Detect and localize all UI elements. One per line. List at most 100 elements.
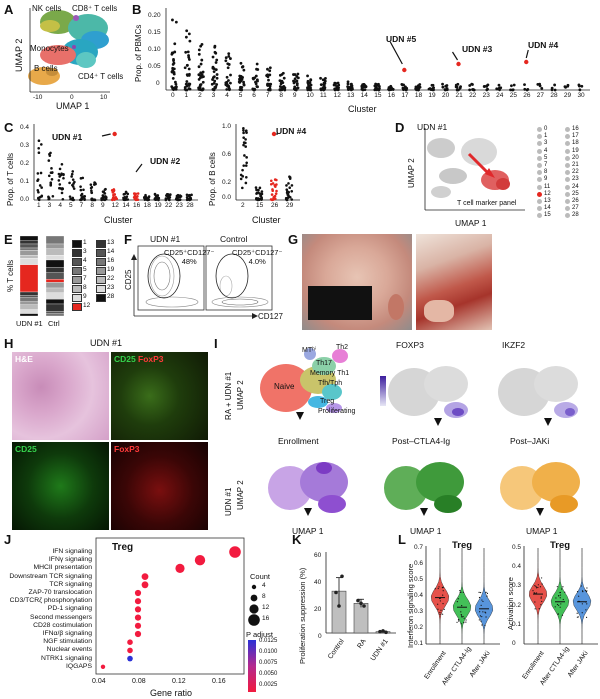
data-point <box>293 77 297 81</box>
data-point <box>62 176 65 180</box>
data-point <box>242 80 245 84</box>
data-point <box>439 613 441 615</box>
data-point <box>268 83 272 87</box>
panel-letter: C <box>4 120 14 135</box>
data-point <box>585 616 588 618</box>
data-point <box>245 176 248 179</box>
size-legend-label: 16 <box>262 615 270 622</box>
data-point <box>226 66 230 70</box>
panel-b: B Prop. of PBMCs 0.20 0.15 0.10 0.05 0 0… <box>128 0 598 115</box>
pathway-label: ZAP-70 translocation <box>28 589 92 596</box>
x-tick: 10 <box>306 92 314 99</box>
data-point <box>112 193 115 197</box>
umap-d-plot <box>424 128 525 211</box>
legend-swatch <box>565 141 570 147</box>
data-point <box>471 83 474 86</box>
data-point <box>171 66 175 70</box>
highlight-point <box>112 131 117 137</box>
data-point <box>306 81 310 85</box>
legend-label: 28 <box>107 293 115 300</box>
legend-swatch <box>565 206 570 212</box>
x-tick: 2 <box>241 202 245 209</box>
data-point <box>269 198 273 201</box>
data-point <box>214 85 218 89</box>
data-point <box>242 68 246 72</box>
x-tick: 15 <box>256 202 264 209</box>
data-point <box>79 177 83 180</box>
data-point <box>333 88 337 92</box>
data-point <box>414 87 418 91</box>
data-point <box>286 190 289 193</box>
umap-a-plot <box>28 8 110 93</box>
data-point <box>441 82 444 86</box>
legend-label: 9 <box>544 176 548 183</box>
data-point <box>60 163 64 166</box>
data-point <box>434 588 436 590</box>
legend-label: 11 <box>544 183 551 190</box>
data-point <box>526 88 530 91</box>
data-point <box>185 29 189 33</box>
data-point <box>441 586 443 589</box>
highlight-point <box>456 61 461 67</box>
data-point <box>445 88 449 91</box>
umap-i-jaki <box>500 462 580 516</box>
data-point <box>566 84 570 88</box>
data-point <box>50 171 54 175</box>
data-point <box>215 58 219 62</box>
data-point <box>437 608 439 610</box>
data-point <box>58 175 61 178</box>
data-point <box>460 623 462 625</box>
data-point <box>241 175 245 178</box>
strip-plot-b <box>165 8 590 92</box>
data-point <box>213 79 217 83</box>
data-point <box>273 183 277 187</box>
data-point <box>480 620 482 622</box>
data-point <box>308 81 312 85</box>
data-point <box>238 74 242 78</box>
replicate-point <box>362 604 366 608</box>
data-point <box>265 73 269 77</box>
data-point <box>559 606 561 608</box>
strip-plot-c2 <box>235 124 300 202</box>
legend-swatch <box>72 276 82 284</box>
pathway-label: MHCII presentation <box>33 564 92 572</box>
data-point <box>122 196 125 200</box>
data-point <box>479 611 481 613</box>
dot-mark <box>134 598 142 605</box>
data-point <box>279 82 283 86</box>
data-point <box>187 87 191 90</box>
data-point <box>495 87 499 91</box>
cluster-label-th2: Th2 <box>336 344 349 351</box>
pathway-label: NTRK1 signaling <box>41 654 92 662</box>
x-tick: 6 <box>252 92 256 99</box>
x-tick: 3 <box>211 92 216 99</box>
color-legend-label: 0.0075 <box>259 660 278 666</box>
bar-segment <box>45 313 65 317</box>
data-point <box>482 611 484 613</box>
x-tick: 1 <box>184 92 189 99</box>
data-point <box>556 603 559 606</box>
data-point <box>37 139 41 143</box>
x-axis-label: UMAP 1 <box>292 526 324 536</box>
legend-label: 5 <box>544 154 548 161</box>
data-point <box>541 577 543 579</box>
color-legend-label: 0.0025 <box>259 682 278 688</box>
data-point <box>400 82 404 86</box>
legend-swatch <box>565 191 570 197</box>
x-tick: 0 <box>70 94 74 101</box>
data-point <box>211 65 215 69</box>
data-point <box>439 611 441 614</box>
x-tick: 11 <box>320 92 327 99</box>
data-point <box>179 195 183 198</box>
data-point <box>267 78 270 82</box>
data-point <box>442 594 444 596</box>
y-tick: 1.0 <box>222 123 232 130</box>
data-point <box>199 62 203 66</box>
colorbar <box>380 376 386 406</box>
data-point <box>432 86 435 90</box>
x-tick: 4 <box>225 92 229 99</box>
cluster-label-prolif: Proliferating <box>318 408 356 415</box>
data-point <box>576 590 579 593</box>
y-axis-label: Prop. of PBMCs <box>134 24 143 82</box>
x-tick: 29 <box>286 202 294 209</box>
